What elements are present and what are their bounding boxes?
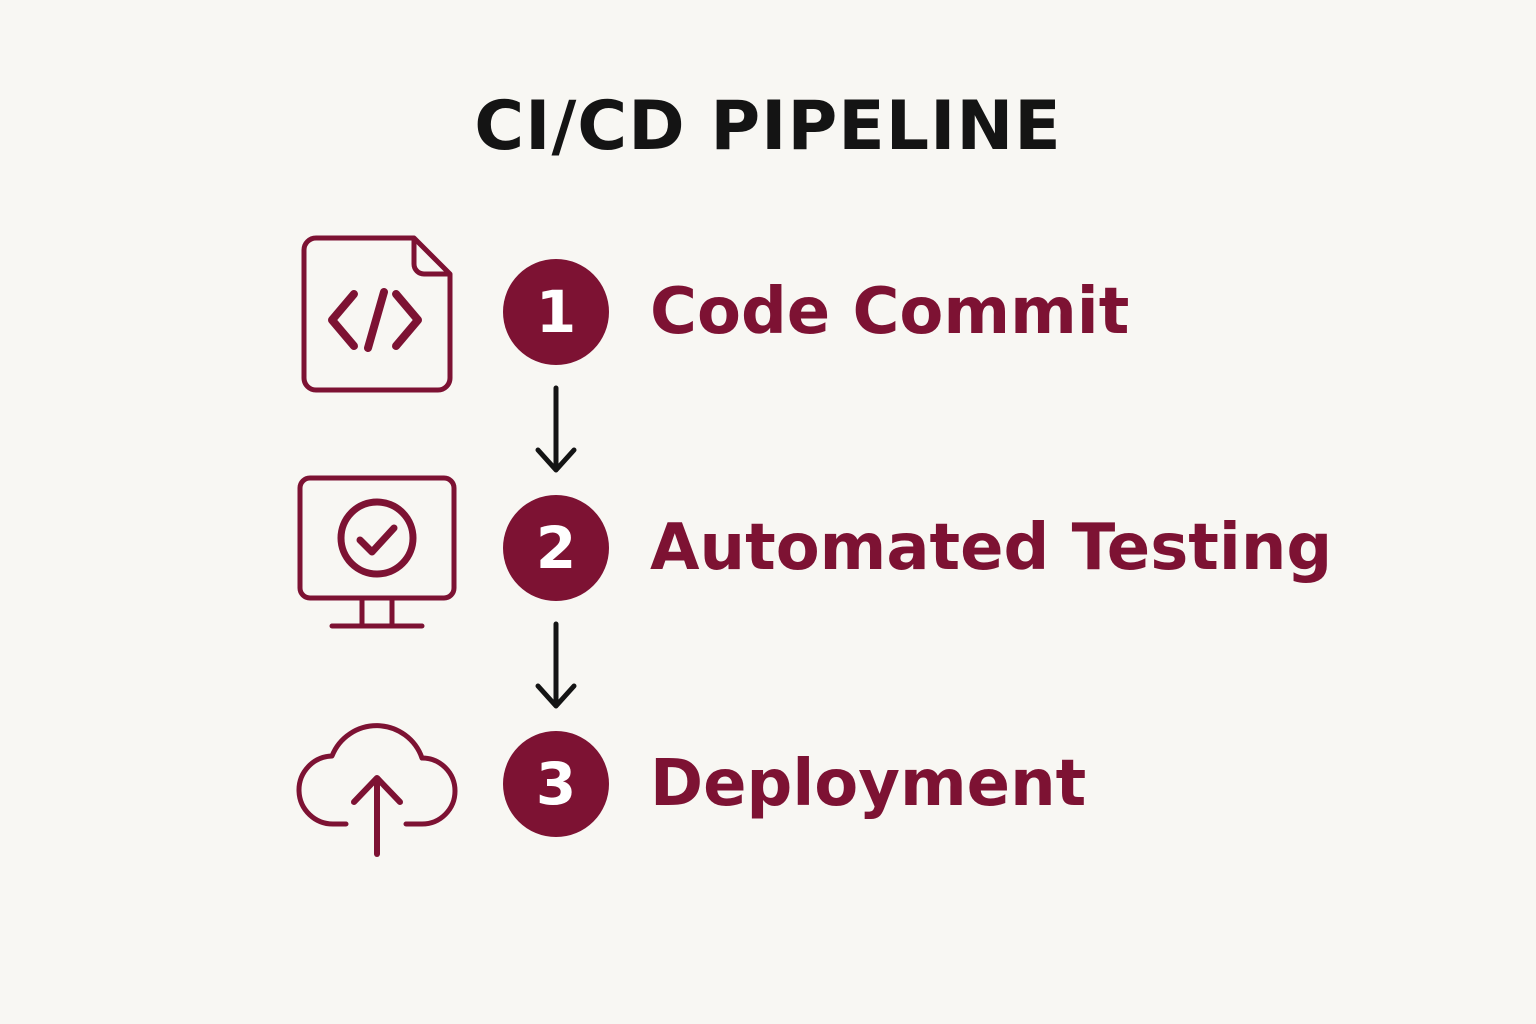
diagram-title: CI/CD PIPELINE — [474, 87, 1062, 166]
step-3-label: Deployment — [650, 747, 1087, 821]
arrow-down-icon — [535, 385, 577, 473]
cloud-upload-icon — [296, 723, 458, 857]
monitor-check-icon — [297, 475, 457, 629]
step-2-badge: 2 — [503, 495, 609, 601]
step-1-label: Code Commit — [650, 275, 1130, 349]
step-2-label: Automated Testing — [650, 511, 1333, 585]
code-file-icon — [301, 235, 453, 393]
step-1-badge: 1 — [503, 259, 609, 365]
step-3-badge: 3 — [503, 731, 609, 837]
arrow-down-icon — [535, 621, 577, 709]
